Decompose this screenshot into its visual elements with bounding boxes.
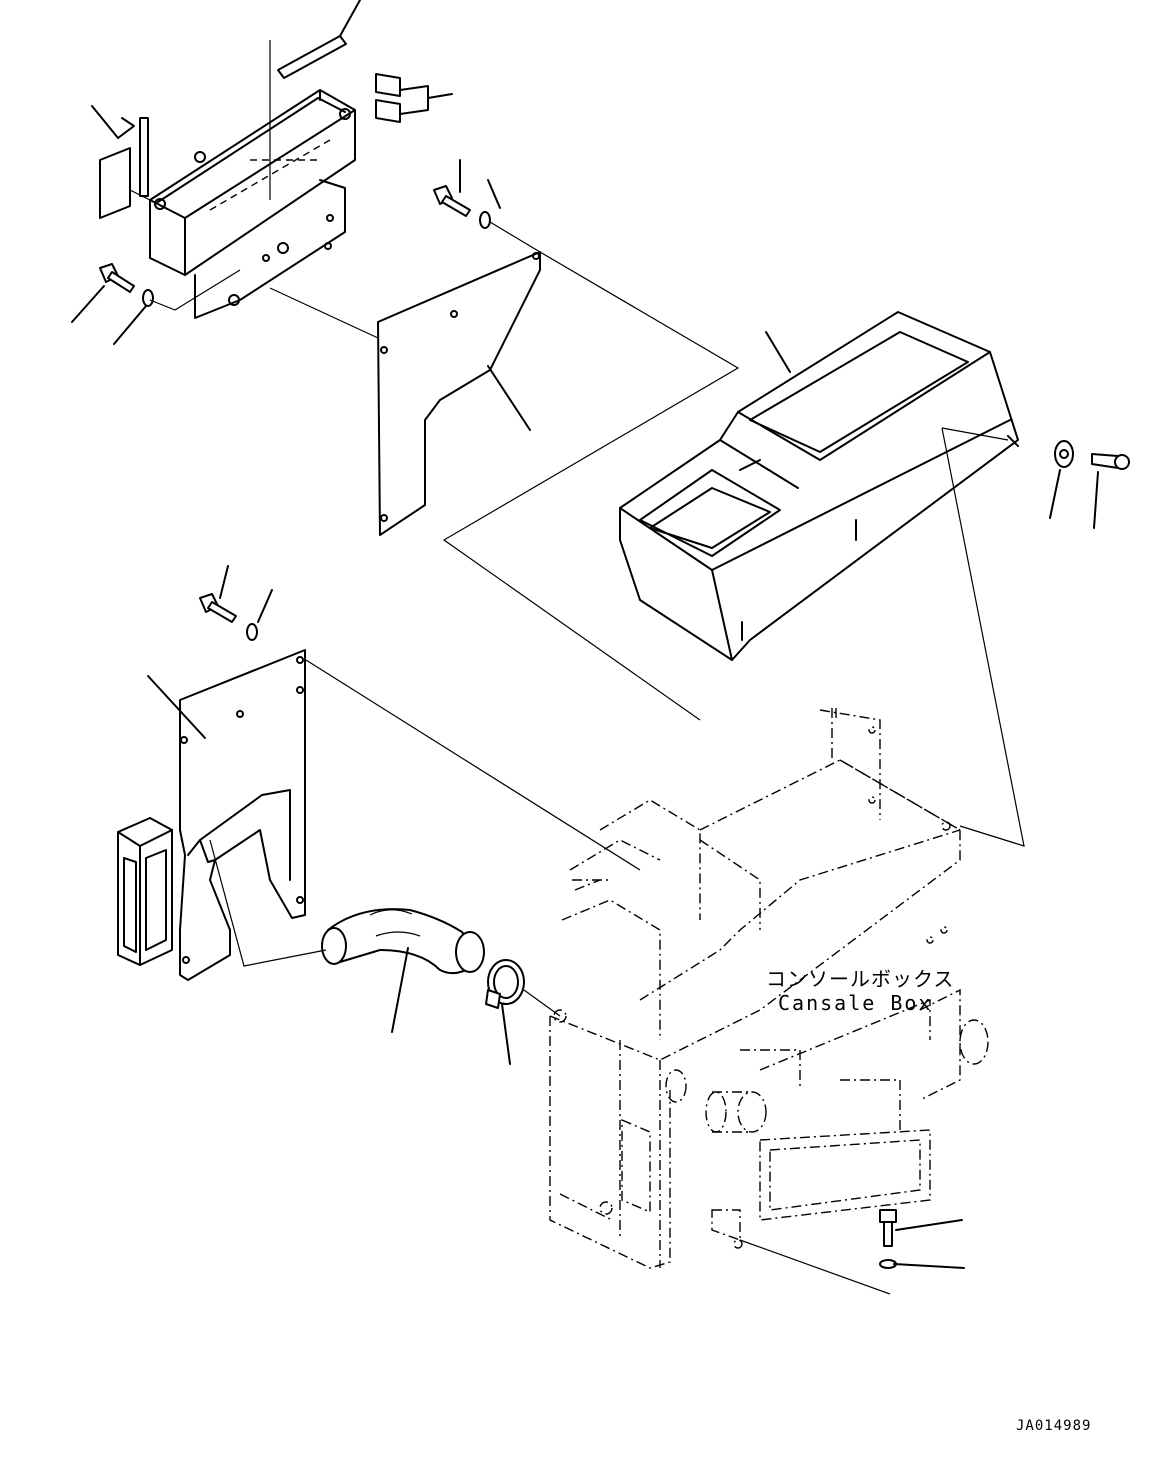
drawing-number: JA014989 xyxy=(1016,1418,1091,1434)
bolt-lower-right xyxy=(879,1209,965,1269)
bolt-upper-left xyxy=(71,263,241,345)
pads xyxy=(375,73,453,123)
screw-right xyxy=(941,427,1130,847)
console-cover xyxy=(619,311,1019,661)
hose xyxy=(209,839,485,1033)
rod xyxy=(269,0,361,200)
console-box-label-jp: コンソールボックス xyxy=(766,967,954,991)
console-box-frame xyxy=(549,708,989,1295)
console-box-label-en: Cansale Box xyxy=(778,991,932,1015)
tape xyxy=(91,105,151,219)
bolt-upper-center xyxy=(433,159,740,721)
lower-left-panel xyxy=(117,649,306,981)
upper-panel xyxy=(269,251,541,536)
bolt-lower-left xyxy=(199,565,641,871)
upper-tray xyxy=(149,89,356,319)
clamp xyxy=(485,959,561,1065)
